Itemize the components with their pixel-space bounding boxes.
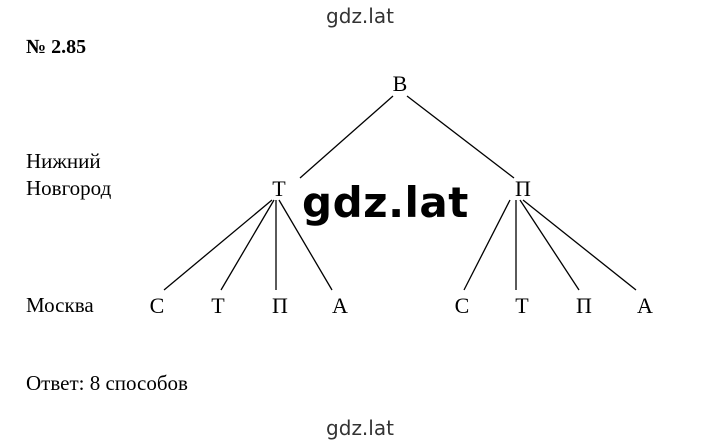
leaf-right-3: П [576, 293, 592, 318]
node-root: В [393, 71, 408, 96]
edge-right-p [519, 199, 580, 291]
watermark-top: gdz.lat [326, 4, 394, 28]
level-label-line1: Нижний [26, 149, 101, 173]
watermark-bottom: gdz.lat [326, 416, 394, 440]
leaf-left-1: С [150, 293, 165, 318]
edge-right-c [463, 199, 511, 291]
edge-root-right [406, 95, 515, 179]
node-middle-right: П [515, 176, 531, 201]
edge-left-t [220, 199, 275, 291]
level-label-line2: Новгород [26, 176, 112, 200]
edge-left-a [278, 199, 333, 291]
leaf-left-2: Т [211, 293, 225, 318]
watermark-center: gdz.lat [302, 178, 469, 227]
leaf-left-3: П [272, 293, 288, 318]
level-label-moscow: Москва [26, 293, 94, 317]
answer-text: Ответ: 8 способов [26, 371, 188, 395]
leaf-right-2: Т [515, 293, 529, 318]
node-middle-left: Т [272, 176, 286, 201]
edge-right-a [522, 199, 637, 291]
edge-root-left [299, 95, 394, 179]
leaf-right-4: А [637, 293, 653, 318]
leaf-right-1: С [455, 293, 470, 318]
leaf-left-4: А [332, 293, 348, 318]
problem-number: № 2.85 [26, 36, 87, 58]
level-label-nizhny-novgorod: Нижний Новгород [26, 148, 111, 202]
edge-left-c [163, 199, 273, 291]
